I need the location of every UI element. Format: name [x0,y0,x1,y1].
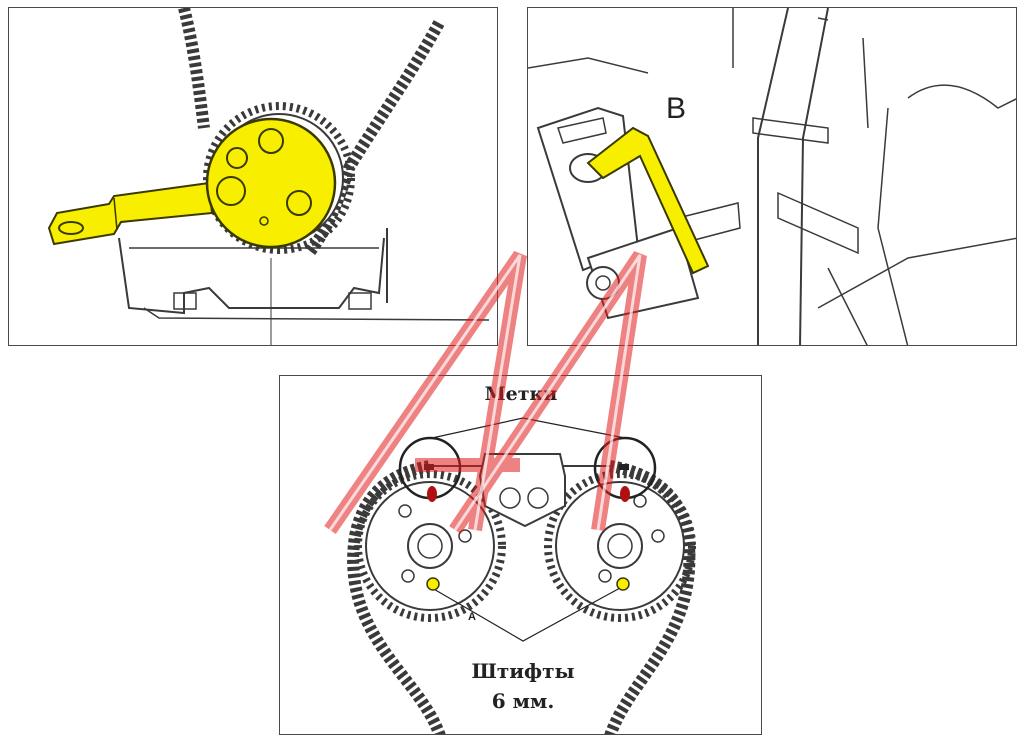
marks-leader-lines [431,417,626,439]
diagram-panel-hex-key: B [527,7,1017,346]
right-hole [598,569,612,583]
right-hole [651,529,665,543]
pin-left [426,577,440,591]
chain-guide-block [478,453,566,528]
pipe-clamp-top [752,117,829,144]
bracket-arm [677,202,741,244]
pipe-clamp-lower [777,191,859,255]
hex-key-drawing: B [528,8,1016,345]
block-edge-line [143,307,490,321]
pipe-detail [817,17,869,129]
engine-outline-top [528,57,649,74]
timing-chain-left [178,8,210,129]
label-a: A [468,611,476,623]
bracket-bolt [586,266,620,300]
hex-key-yellow [586,126,710,275]
label-pins-line2: 6 мм. [492,689,555,713]
left-hub-inner [417,533,443,559]
housing-slot [557,117,607,144]
timing-mark-left [424,464,434,470]
bracket-curve [907,84,1016,109]
pins-leader-lines [431,587,621,642]
timing-mark-right [619,464,629,470]
diagram-panel-timing-marks: Метки A Штифты 6 мм. [279,375,762,735]
bolt-head-right [348,292,372,310]
hose-line [877,107,909,345]
timing-marks-drawing: Метки A Штифты 6 мм. [347,383,696,734]
crank-holder-drawing [47,8,490,345]
label-marks: Метки [485,383,558,405]
left-hole [401,569,415,583]
red-mark-left [427,486,437,502]
label-b: B [666,92,686,125]
right-hub-inner [607,533,633,559]
frame-lines [817,237,1016,345]
pin-right [616,577,630,591]
bolt-head-left [173,292,197,310]
engine-block [118,237,385,315]
right-sprocket [555,481,685,611]
holding-tool-yellow [47,117,337,249]
label-pins-line1: Штифты [471,659,574,683]
pipe-right-edge [799,8,829,345]
red-mark-right [620,486,630,502]
diagram-panel-crank-holder [8,7,498,346]
pipe-left-edge [757,8,789,345]
